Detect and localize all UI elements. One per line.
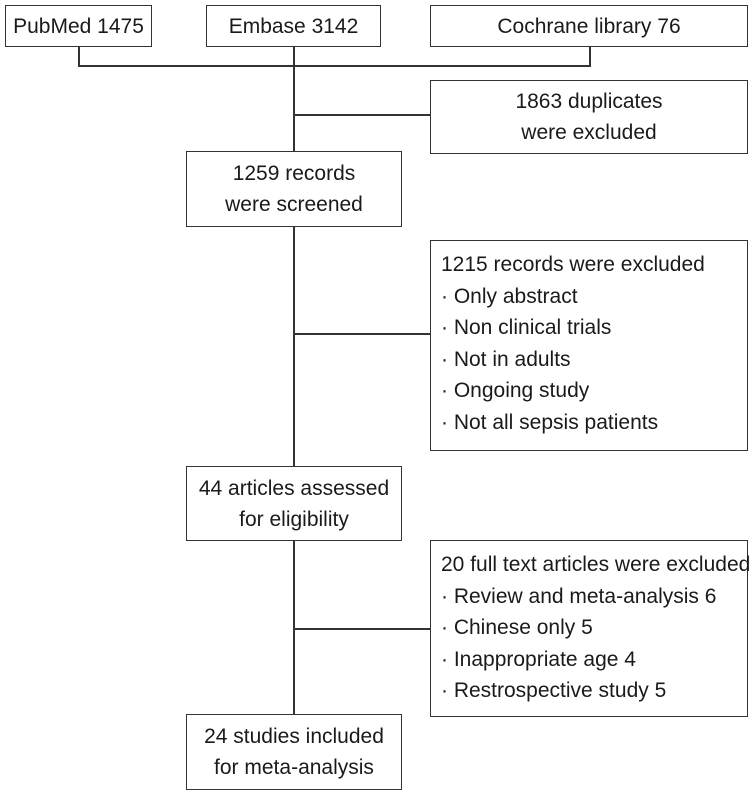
source-label-pubmed: PubMed 1475 xyxy=(13,14,144,38)
excluded-full-text-item: · Chinese only 5 xyxy=(441,616,593,639)
excluded-full-text-box: 20 full text articles were excluded · Re… xyxy=(430,540,751,717)
connector-embase-down xyxy=(293,46,295,66)
duplicates-box: 1863 duplicates were excluded xyxy=(430,80,748,154)
connector-sources-to-screened xyxy=(293,65,295,152)
source-box-pubmed: PubMed 1475 xyxy=(5,5,152,47)
connector-cochrane-down xyxy=(589,46,591,66)
connector-to-excluded-records xyxy=(293,333,431,335)
excluded-full-text-item: · Inappropriate age 4 xyxy=(441,647,636,671)
eligibility-line-2: for eligibility xyxy=(239,507,349,531)
duplicates-line-2: were excluded xyxy=(521,121,657,144)
connector-to-excluded-full-text xyxy=(293,628,431,630)
excluded-records-item: · Ongoing study xyxy=(441,379,590,402)
screened-line-1: 1259 records xyxy=(232,162,356,185)
source-box-embase: Embase 3142 xyxy=(206,5,381,47)
excluded-full-text-item: · Review and meta-analysis 6 xyxy=(441,584,717,608)
excluded-records-item: · Not all sepsis patients xyxy=(441,410,659,434)
source-label-cochrane: Cochrane library 76 xyxy=(497,14,681,38)
connector-screened-to-eligibility xyxy=(293,227,295,467)
duplicates-line-1: 1863 duplicates xyxy=(515,90,663,113)
excluded-full-text-item: · Restrospective study 5 xyxy=(441,679,667,702)
connector-sources-merge xyxy=(78,65,591,67)
excluded-records-item: · Not in adults xyxy=(441,347,571,371)
source-box-cochrane: Cochrane library 76 xyxy=(430,5,748,47)
excluded-records-box: 1215 records were excluded · Only abstra… xyxy=(430,240,748,451)
eligibility-line-1: 44 articles assessed xyxy=(198,476,390,500)
included-line-1: 24 studies included xyxy=(204,725,384,748)
included-line-2: for meta-analysis xyxy=(214,756,374,779)
excluded-records-item: · Only abstract xyxy=(441,284,578,308)
source-label-embase: Embase 3142 xyxy=(228,14,359,38)
screened-box: 1259 records were screened xyxy=(186,151,402,227)
screened-line-2: were screened xyxy=(225,193,363,216)
excluded-records-title: 1215 records were excluded xyxy=(441,253,705,276)
eligibility-box: 44 articles assessed for eligibility xyxy=(186,466,402,541)
excluded-records-item: · Non clinical trials xyxy=(441,316,612,339)
connector-to-duplicates xyxy=(293,114,431,116)
included-box: 24 studies included for meta-analysis xyxy=(186,714,402,790)
excluded-full-text-title: 20 full text articles were excluded xyxy=(441,553,751,576)
connector-pubmed-down xyxy=(78,46,80,66)
